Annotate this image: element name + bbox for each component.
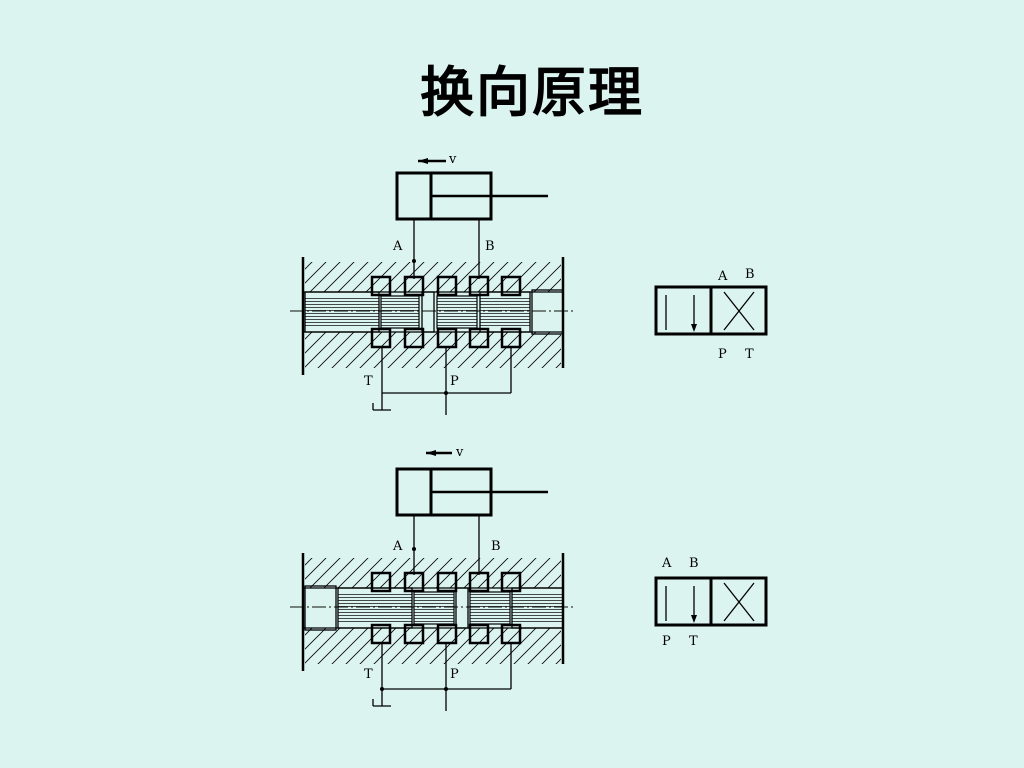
bottom-symbol-t: T	[689, 634, 698, 649]
top-symbol-p: P	[718, 347, 727, 362]
top-port-a-label: A	[392, 239, 403, 254]
bottom-symbol-b: B	[689, 556, 699, 571]
top-velocity-label: v	[448, 152, 457, 167]
top-symbol-a: A	[717, 269, 728, 284]
top-symbol-b: B	[745, 267, 755, 282]
bottom-port-b-label: B	[491, 539, 501, 554]
top-port-t-label: T	[364, 374, 373, 389]
top-port-b-label: B	[485, 239, 495, 254]
top-symbol-t: T	[745, 347, 754, 362]
bottom-symbol-p: P	[662, 634, 671, 649]
top-port-p-label: P	[450, 374, 459, 389]
page-title: 换向原理	[420, 60, 644, 124]
bottom-valve-symbol: A B P T	[654, 556, 768, 649]
bottom-valve: v A B T P	[288, 445, 577, 711]
bottom-port-p-label: P	[450, 667, 459, 682]
top-valve-symbol: A B P T	[654, 267, 768, 362]
bottom-velocity-label: v	[455, 445, 464, 460]
bottom-port-a-label: A	[392, 539, 403, 554]
top-valve: v A B T P	[288, 152, 577, 415]
bottom-port-t-label: T	[364, 667, 373, 682]
bottom-symbol-a: A	[661, 556, 672, 571]
